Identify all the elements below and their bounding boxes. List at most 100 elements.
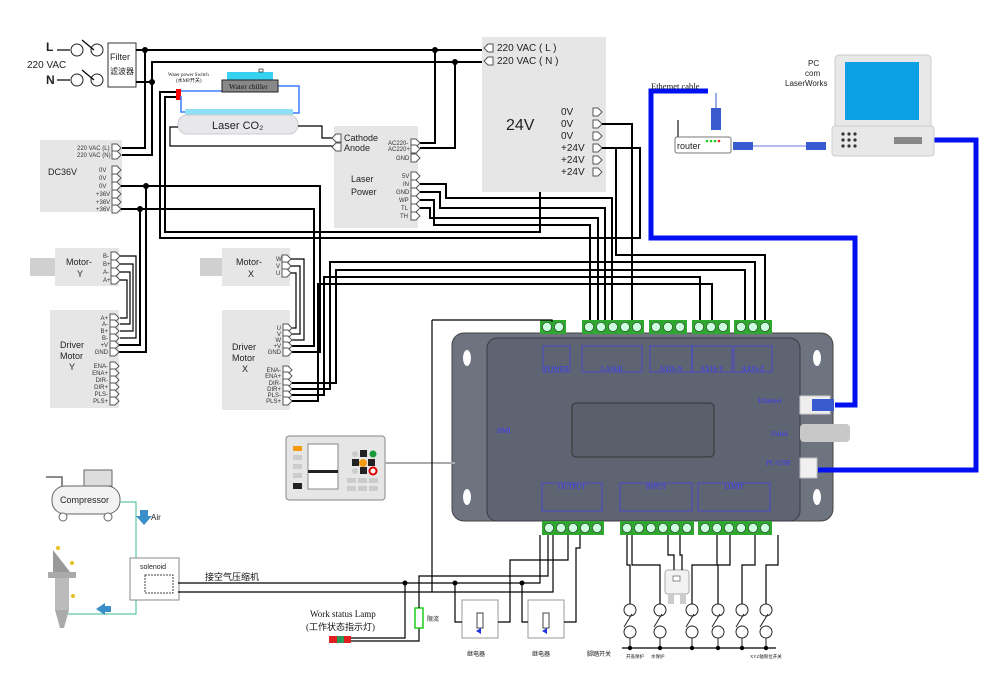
connector-block	[619, 482, 693, 512]
motor-y-title: Motor-	[66, 257, 92, 267]
connector-block-label: POWER	[544, 365, 569, 373]
solenoid-label: solenoid	[140, 564, 166, 571]
screw-terminal-icon	[736, 523, 746, 533]
compressor-wire-label: 接空气压缩机	[205, 571, 259, 582]
screw-terminal-icon	[712, 523, 722, 533]
mains-l-label: L	[46, 40, 53, 54]
filter-label-cn: 滤波器	[110, 66, 134, 76]
limit-switch-icon	[735, 603, 749, 617]
driver-terminal-label: DIR-	[96, 378, 108, 384]
motor-y: Motor- Y B- B+ A- A+	[30, 248, 121, 286]
filter-label: Filter	[110, 52, 130, 62]
screw-terminal-icon	[700, 523, 710, 533]
compressor-label: Compressor	[60, 495, 109, 505]
screw-terminal-icon	[706, 322, 716, 332]
screw-terminal-icon	[544, 523, 554, 533]
screw-terminal-icon	[620, 322, 630, 332]
driver-terminal-label: V	[277, 332, 281, 338]
hmi-screen	[307, 443, 339, 490]
ethernet-cable-label: Ethemet cable	[651, 81, 700, 91]
pc-computer[interactable]: PC com LaserWorks	[785, 54, 935, 157]
screw-terminal-icon	[675, 322, 685, 332]
screw-terminal-icon	[748, 322, 758, 332]
motor-y-title: Y	[77, 269, 83, 279]
work-status-lamp	[329, 636, 351, 643]
motor-y-term: A+	[103, 278, 111, 284]
driver-terminal-label: PLS+	[266, 399, 281, 405]
lp-ctrl-term: GND	[396, 190, 410, 196]
driver-terminal-label: +V	[100, 343, 108, 349]
breaker-icon	[70, 43, 84, 57]
relay-1: 继电器	[461, 599, 499, 658]
driver-y: Driver Motor Y A+A-B+B-+VGNDENA-ENA+DIR-…	[50, 310, 120, 408]
driver-x-title: Motor	[232, 353, 255, 363]
mains-input: L N 220 VAC Filter 滤波器	[27, 39, 137, 88]
udisk-port-label: Udisk	[771, 430, 788, 438]
psu-dc36v: 220 VAC (L) 220 VAC (N) DC36V 0V 0V 0V +…	[40, 140, 122, 214]
air-flow-arrow-icon	[136, 510, 152, 525]
screw-terminal-icon	[760, 523, 770, 533]
driver-terminal-label: DIR+	[94, 385, 108, 391]
screw-terminal-icon	[718, 322, 728, 332]
solenoid-valve: solenoid	[129, 557, 180, 601]
driver-terminal-label: A-	[102, 322, 108, 328]
water-chiller	[221, 79, 279, 93]
screw-terminal-icon	[556, 523, 566, 533]
air-label: Air	[151, 513, 161, 522]
pc-usb-port[interactable]	[799, 457, 818, 479]
filter-box	[107, 42, 137, 88]
screw-terminal-icon	[580, 523, 590, 533]
connector-block-label: LASER	[601, 365, 624, 373]
laser-power-supply: Cathode Anode AC220- AC220+ GND Laser Po…	[331, 126, 421, 228]
driver-terminal-label: W	[275, 338, 281, 344]
controller-display	[571, 402, 715, 458]
psu-24v: 220 VAC ( L ) 220 VAC ( N ) 24V 0V 0V 0V…	[482, 37, 606, 192]
udisk-port[interactable]	[800, 424, 850, 442]
lp-ac-term: GND	[396, 156, 410, 162]
dc36-out: +36V	[96, 207, 110, 213]
screw-terminal-icon	[622, 523, 632, 533]
lp-ac-term: AC220-	[388, 141, 408, 147]
laser-nozzle-icon	[48, 546, 76, 628]
driver-terminal-label: PLS-	[268, 393, 281, 399]
driver-terminal-label: DIR-	[269, 381, 281, 387]
driver-y-title: Driver	[60, 340, 84, 350]
connector-block-label: AXIS-X	[659, 365, 683, 373]
screw-terminal-icon	[760, 322, 770, 332]
water-chiller-group: Water power Switch (水MP开关) Water chiller…	[168, 68, 334, 147]
screw-terminal-icon	[608, 322, 618, 332]
laser-power-title: Power	[351, 187, 377, 197]
terminal-icon	[282, 396, 293, 406]
driver-terminal-label: A+	[100, 316, 108, 322]
driver-terminal-label: ENA-	[267, 368, 281, 374]
lp-ctrl-term: 5V	[402, 174, 409, 180]
foot-switch-label: 脚踏开关	[587, 650, 611, 658]
dc36-out: 0V	[99, 184, 106, 190]
screw-terminal-icon	[682, 523, 692, 533]
ethernet-plug-icon	[812, 399, 834, 411]
screw-terminal-icon	[670, 523, 680, 533]
limit-switch-label: XYZ轴限位开关	[750, 653, 782, 660]
driver-terminal-label: PLS+	[93, 399, 108, 405]
motor-y-term: B+	[103, 262, 111, 268]
connector-block-label: AXIS-Z	[742, 365, 765, 373]
screw-terminal-icon	[651, 322, 661, 332]
pc-monitor-screen	[845, 62, 919, 120]
limit-switch-icon	[653, 603, 667, 617]
mains-n-label: N	[46, 73, 55, 87]
screw-terminal-icon	[646, 523, 656, 533]
driver-terminal-label: +V	[273, 344, 281, 350]
laser-co2-tube	[177, 114, 299, 135]
cover-switch-label: 开盖保护	[626, 653, 644, 660]
driver-terminal-label: B-	[102, 336, 108, 342]
ethernet-cable	[648, 88, 858, 408]
hmi-panel[interactable]	[285, 435, 386, 501]
psu24-out-0v: 0V	[561, 107, 574, 118]
rj45-plug-icon	[711, 108, 721, 130]
screw-terminal-icon	[554, 322, 564, 332]
screw-terminal-icon	[724, 523, 734, 533]
connector-block-label: AXIS-Y	[700, 365, 724, 373]
connector-block	[542, 345, 571, 373]
dc36-title: DC36V	[48, 167, 77, 177]
